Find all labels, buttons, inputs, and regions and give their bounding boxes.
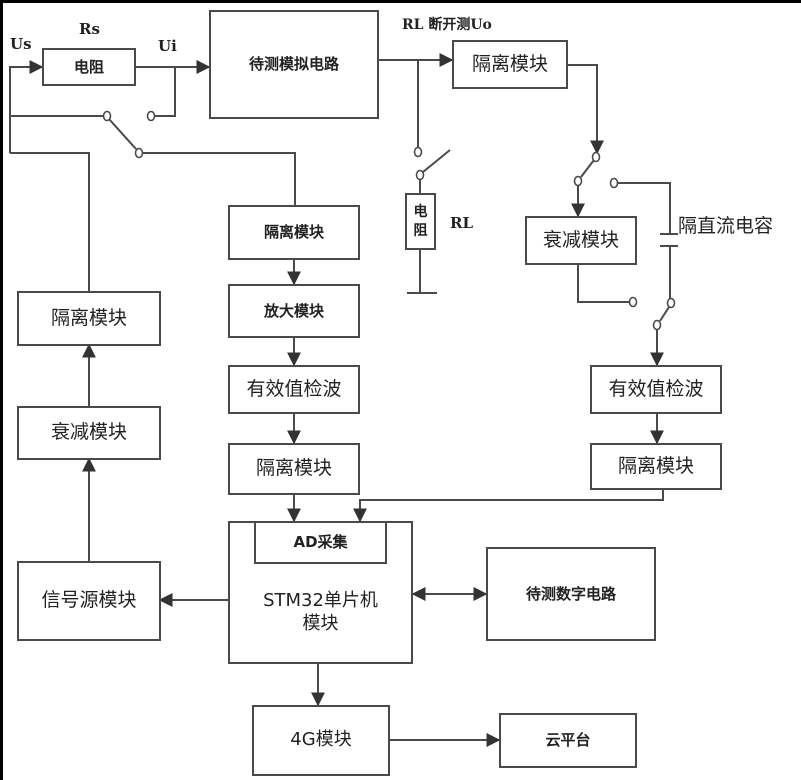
frame-top-border <box>0 0 801 3</box>
load-resistor-block: 电 阻 <box>405 193 436 250</box>
frame-left-border <box>0 0 3 780</box>
isolation-block-mid-low: 隔离模块 <box>228 443 360 495</box>
wire-iso-right-to-ad <box>353 489 664 523</box>
switch3-contact-a <box>628 296 638 308</box>
switch3-pivot <box>652 319 662 331</box>
ad-acquisition-block: AD采集 <box>254 521 387 564</box>
isolation-block-right: 隔离模块 <box>590 443 722 490</box>
wire-us-feed <box>9 60 44 153</box>
load-resistor-char1: 电 <box>413 203 428 220</box>
switch2-contact-b <box>609 177 619 189</box>
load-resistor-char2: 阻 <box>413 222 428 239</box>
switch1-pivot <box>134 147 144 159</box>
wire-left-loop <box>10 152 90 291</box>
wire-switch3-arm <box>659 306 670 322</box>
stm32-label-line2: 模块 <box>302 612 339 634</box>
attenuator-block-left: 衰减模块 <box>17 406 161 460</box>
isolation-block-top-right: 隔离模块 <box>452 40 568 89</box>
rl-switch-contact <box>413 146 423 158</box>
label-ui: Ui <box>158 37 177 55</box>
digital-dut-block: 待测数字电路 <box>486 547 656 641</box>
amplifier-block-mid: 放大模块 <box>228 284 360 338</box>
cloud-platform-block: 云平台 <box>499 713 637 768</box>
stm32-label-line1: STM32单片机 <box>263 590 378 611</box>
switch2-contact-a <box>573 175 583 187</box>
signal-source-block: 信号源模块 <box>17 561 161 641</box>
analog-dut-block: 待测模拟电路 <box>209 10 379 119</box>
isolation-block-mid: 隔离模块 <box>228 205 360 260</box>
wire-switch2-arm <box>580 159 595 178</box>
wire-switch1-arm <box>108 118 137 150</box>
rl-switch-pivot <box>415 169 425 181</box>
source-resistor-block: 电阻 <box>42 48 136 86</box>
wire-ui-tap <box>155 67 176 117</box>
wire-iso-to-switch2 <box>567 64 604 155</box>
label-dc-block-capacitor: 隔直流电容 <box>678 215 774 237</box>
label-rs: Rs <box>79 20 100 38</box>
4g-module-block: 4G模块 <box>252 705 390 776</box>
attenuator-block-right: 衰减模块 <box>525 216 637 265</box>
wire-switch1-bottom <box>142 152 296 205</box>
switch3-contact-b <box>666 297 676 309</box>
wire-rl-switch-arm <box>422 149 451 173</box>
switch2-pivot <box>591 151 601 163</box>
switch1-contact-b <box>146 110 156 122</box>
rms-detector-block-right: 有效值检波 <box>590 365 722 414</box>
label-rl-open-measure-uo: RL 断开测Uo <box>402 17 492 33</box>
label-rl: RL <box>450 214 474 232</box>
rms-detector-block-mid: 有效值检波 <box>228 365 360 414</box>
wire-cap-top <box>618 182 671 234</box>
switch1-contact-a <box>102 110 112 122</box>
isolation-block-left: 隔离模块 <box>17 291 161 346</box>
label-us: Us <box>10 35 32 53</box>
wire-atten-out <box>577 264 629 303</box>
